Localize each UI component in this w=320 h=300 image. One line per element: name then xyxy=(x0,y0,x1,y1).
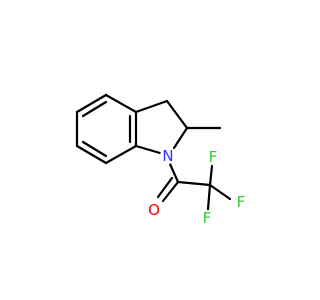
bond-cf3-f2 xyxy=(208,183,232,201)
bond-c3-c2 xyxy=(165,99,189,130)
bond-carbonyl-o-second xyxy=(156,176,174,199)
benzene-ring xyxy=(75,93,138,165)
atom-label-nitrogen: N xyxy=(160,147,176,165)
atom-label-fluorine-2: F xyxy=(234,193,248,211)
atom-label-fluorine-1: F xyxy=(206,148,220,166)
nitrogen-label: N xyxy=(162,147,173,165)
atom-label-oxygen: O xyxy=(146,201,162,219)
bond-c4-c5 xyxy=(75,93,108,114)
fluorine-label-right: F xyxy=(237,193,246,211)
pyrroline-ring xyxy=(134,99,189,155)
bond-cf3-f1 xyxy=(208,164,214,187)
double-bond-c4-c5-inner xyxy=(81,100,108,118)
bond-n1-carbonyl xyxy=(168,162,180,184)
fluorine-label-bottom: F xyxy=(203,209,212,227)
bond-carbonyl-cf3 xyxy=(176,180,212,187)
bond-c7-c7a xyxy=(104,144,138,165)
bond-c3a-c3 xyxy=(134,99,169,114)
molecule-structure: N O F F F xyxy=(75,93,248,227)
oxygen-label: O xyxy=(148,201,160,219)
trifluoroacetyl-group xyxy=(156,162,232,211)
bond-carbonyl-o xyxy=(161,180,180,203)
bond-n1-c7a xyxy=(134,144,162,155)
fluorine-label-top: F xyxy=(209,148,218,166)
bond-c6-c7 xyxy=(75,144,108,165)
bond-c3a-c4 xyxy=(104,93,138,114)
bond-c2-n1 xyxy=(172,126,189,150)
bond-cf3-f3 xyxy=(206,183,212,211)
atom-label-fluorine-3: F xyxy=(200,209,214,227)
double-bond-c6-c7-inner xyxy=(81,140,108,158)
